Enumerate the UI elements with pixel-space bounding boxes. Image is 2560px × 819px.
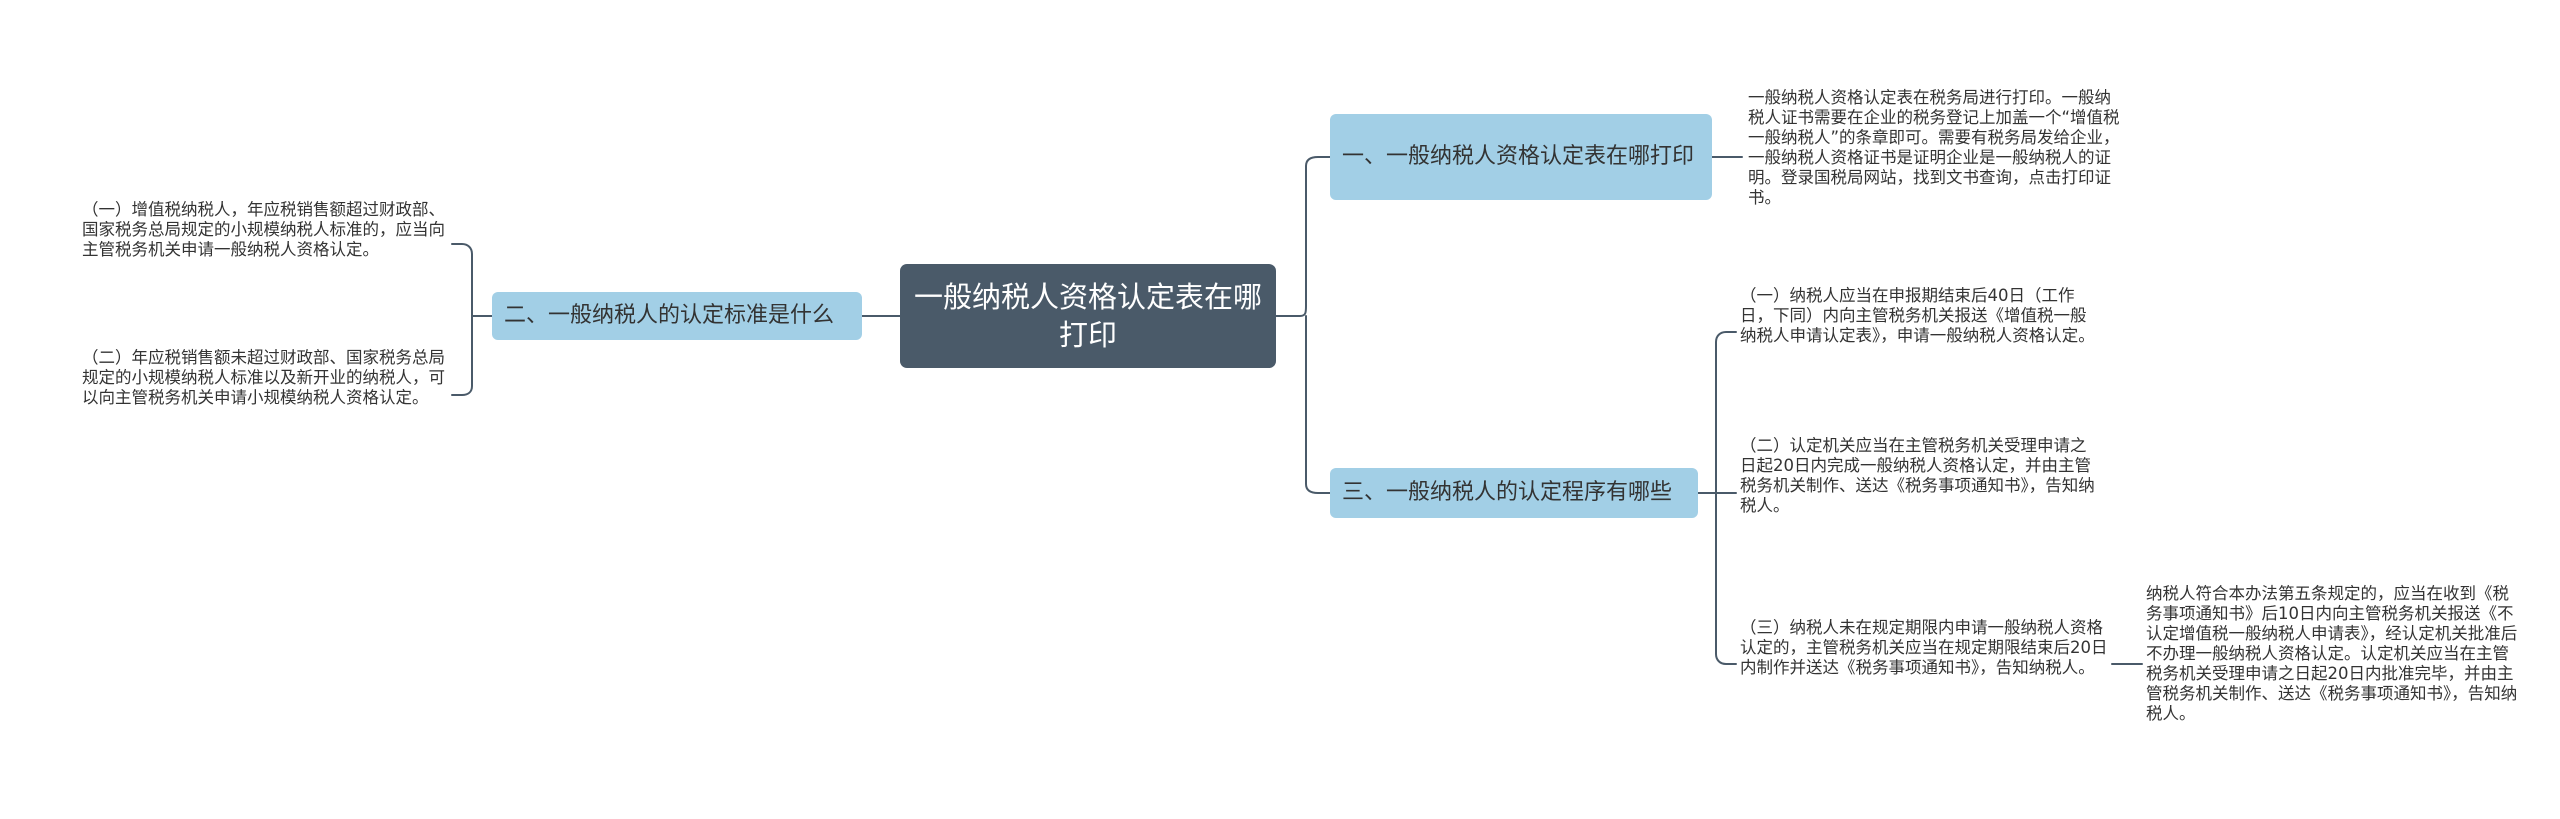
branch-label: 一、一般纳税人资格认定表在哪打印 — [1342, 144, 1695, 169]
edge-branch-3-to-leaf-3 — [1715, 492, 1737, 665]
branch-label: 三、一般纳税人的认定程序有哪些 — [1342, 480, 1673, 505]
leaf-text: （二）认定机关应当在主管税务机关受理申请之日起20日内完成一般纳税人资格认定，并… — [1740, 436, 2095, 515]
root-topic-label: 一般纳税人资格认定表在哪打印 — [914, 280, 1263, 352]
leaf-criteria-1: （一）增值税纳税人，年应税销售额超过财政部、国家税务总局规定的小规模纳税人标准的… — [82, 200, 448, 260]
edge-branch-2-to-leaf-2 — [451, 315, 473, 396]
leaf-text: （一）纳税人应当在申报期结束后40日（工作日，下同）内向主管税务机关报送《增值税… — [1740, 286, 2095, 345]
edge-branch-2-to-leaf-1 — [451, 243, 493, 317]
edge-root-to-branch-1 — [1275, 156, 1331, 317]
leaf-text: 纳税人符合本办法第五条规定的，应当在收到《税务事项通知书》后10日内向主管税务机… — [2146, 584, 2518, 723]
edge-root-to-branch-3 — [1305, 315, 1331, 494]
leaf-text: 一般纳税人资格认定表在税务局进行打印。一般纳税人证书需要在企业的税务登记上加盖一… — [1748, 88, 2120, 207]
branch-procedure[interactable]: 三、一般纳税人的认定程序有哪些 — [1330, 468, 1698, 518]
leaf-procedure-2: （二）认定机关应当在主管税务机关受理申请之日起20日内完成一般纳税人资格认定，并… — [1740, 436, 2102, 516]
leaf-text: （一）增值税纳税人，年应税销售额超过财政部、国家税务总局规定的小规模纳税人标准的… — [82, 200, 445, 259]
leaf-print-answer: 一般纳税人资格认定表在税务局进行打印。一般纳税人证书需要在企业的税务登记上加盖一… — [1748, 88, 2122, 208]
branch-label: 二、一般纳税人的认定标准是什么 — [504, 303, 835, 328]
edge-branch-3-to-leaf-1 — [1697, 331, 1737, 494]
leaf-text: （三）纳税人未在规定期限内申请一般纳税人资格认定的，主管税务机关应当在规定期限结… — [1740, 618, 2108, 677]
leaf-text: （二）年应税销售额未超过财政部、国家税务总局规定的小规模纳税人标准以及新开业的纳… — [82, 348, 445, 407]
branch-criteria[interactable]: 二、一般纳税人的认定标准是什么 — [492, 292, 862, 340]
root-topic[interactable]: 一般纳税人资格认定表在哪打印 — [900, 264, 1276, 368]
leaf-procedure-1: （一）纳税人应当在申报期结束后40日（工作日，下同）内向主管税务机关报送《增值税… — [1740, 286, 2102, 346]
leaf-procedure-3-detail: 纳税人符合本办法第五条规定的，应当在收到《税务事项通知书》后10日内向主管税务机… — [2146, 584, 2520, 724]
leaf-procedure-3: （三）纳税人未在规定期限内申请一般纳税人资格认定的，主管税务机关应当在规定期限结… — [1740, 618, 2108, 678]
leaf-criteria-2: （二）年应税销售额未超过财政部、国家税务总局规定的小规模纳税人标准以及新开业的纳… — [82, 348, 448, 408]
branch-where-to-print[interactable]: 一、一般纳税人资格认定表在哪打印 — [1330, 114, 1712, 200]
